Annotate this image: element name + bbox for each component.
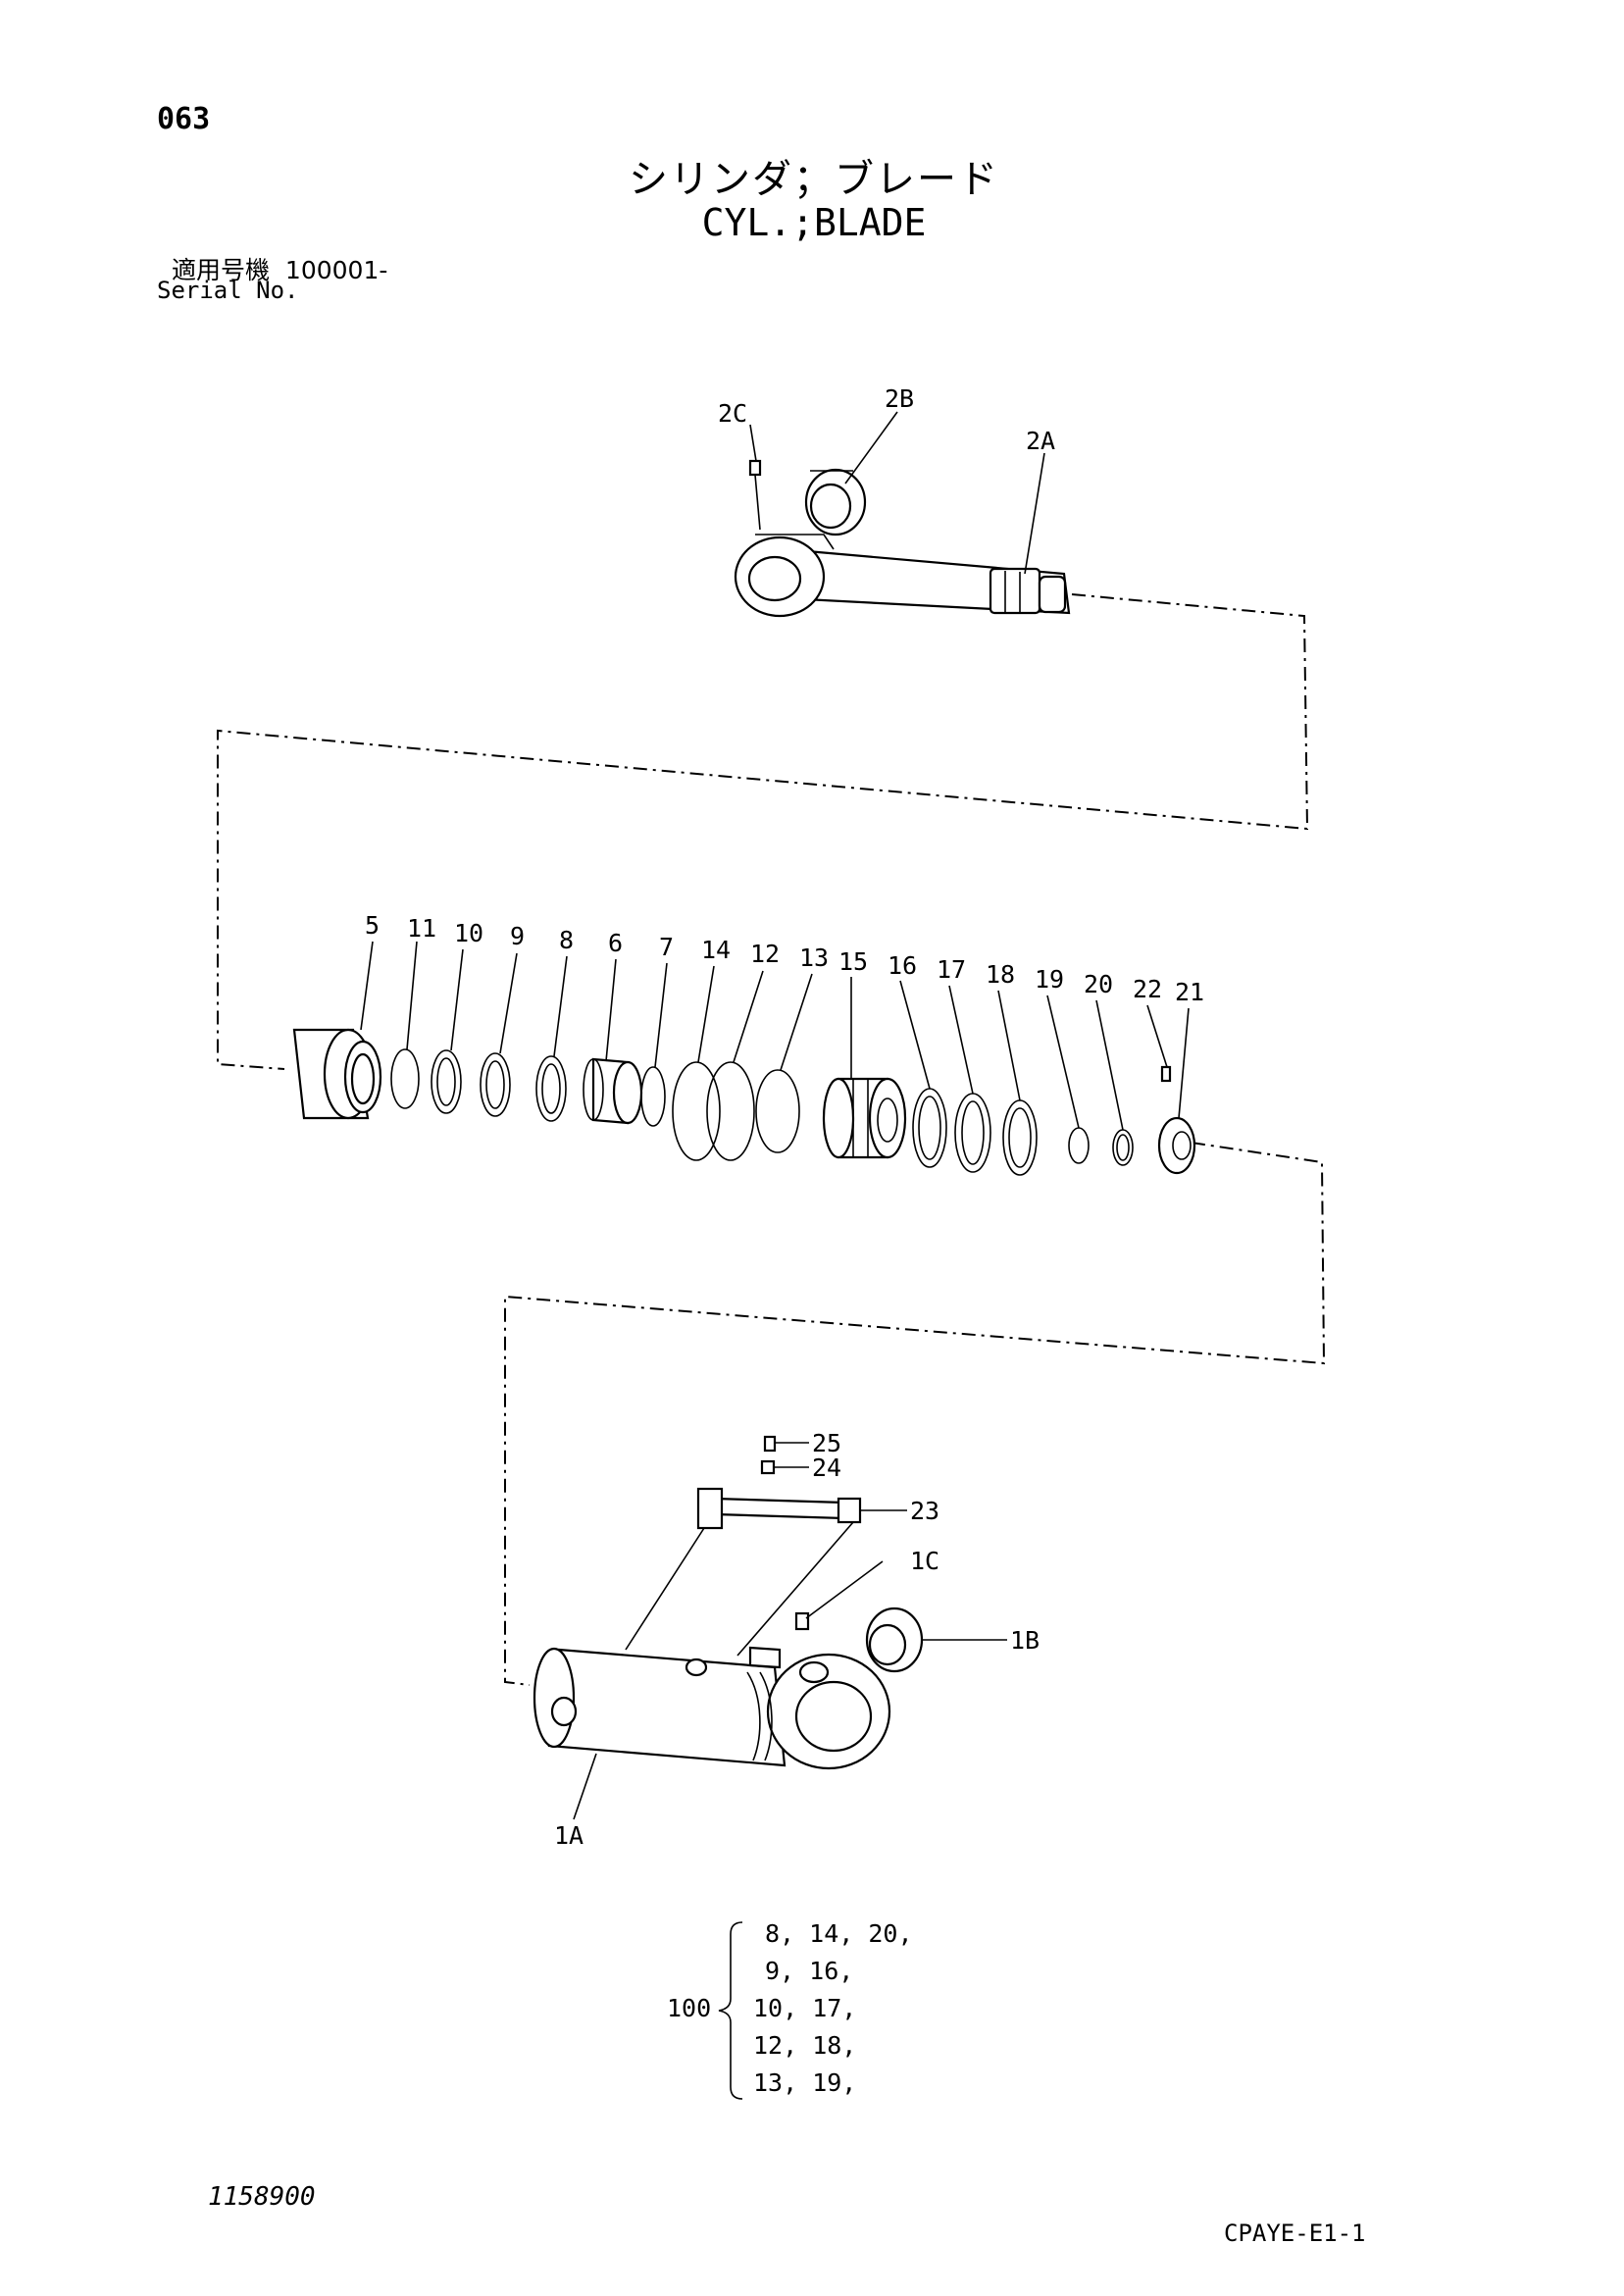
label-25: 25 [812,1429,841,1457]
kit-row-2: 9, 16, [765,1957,853,1985]
connector-piston-to-tube [504,1142,1326,1686]
label-5: 5 [365,911,380,940]
label-1C: 1C [910,1547,939,1575]
label-11: 11 [407,914,436,943]
page-code: CPAYE-E1-1 [1224,2219,1366,2247]
label-7: 7 [659,933,674,961]
label-2C: 2C [718,399,747,428]
kit-brace [718,1921,743,2100]
kit-row-1: 8, 14, 20, [765,1919,913,1948]
label-20: 20 [1084,970,1113,998]
rod-assembly [734,411,1071,618]
label-21: 21 [1175,978,1204,1006]
label-16: 16 [888,951,917,980]
label-13: 13 [799,944,829,972]
label-22: 22 [1133,975,1162,1003]
label-6: 6 [608,929,623,957]
serial-label-english: Serial No. [157,277,299,304]
title-english: CYL.;BLADE [701,201,927,244]
label-12: 12 [750,940,780,968]
label-19: 19 [1035,965,1064,994]
label-2A: 2A [1026,427,1055,455]
document-id: 1158900 [208,2182,316,2212]
label-8: 8 [559,926,574,954]
label-9: 9 [510,922,525,950]
page-number: 063 [157,102,211,136]
label-1B: 1B [1010,1626,1040,1655]
label-14: 14 [701,936,731,964]
kit-list: 100 8, 14, 20, 9, 16, 10, 17, 12, 18, 13… [667,1919,913,2100]
kit-row-5: 13, 19, [753,2068,856,2097]
kit-number: 100 [667,1994,711,2022]
label-24: 24 [812,1454,841,1482]
label-15: 15 [838,947,868,976]
label-18: 18 [986,960,1015,989]
label-17: 17 [937,955,966,984]
connector-rod-to-piston [217,593,1309,1070]
kit-row-4: 12, 18, [753,2031,856,2060]
label-23: 23 [910,1497,939,1525]
title-japanese: シリンダ；ブレード [629,157,999,202]
serial-line-japanese: 適用号機 100001- [172,251,387,286]
seal-parts [292,941,1196,1176]
part-labels: 2C 2B 2A 5 11 10 9 8 6 7 14 12 13 15 16 … [365,384,1204,1850]
serial-value: 100001- [284,256,388,284]
tube-assembly [533,1435,1007,1820]
serial-label-japanese: 適用号機 [172,256,271,284]
label-2B: 2B [885,384,914,413]
label-10: 10 [454,919,483,947]
kit-row-3: 10, 17, [753,1994,856,2022]
label-1A: 1A [554,1821,584,1850]
